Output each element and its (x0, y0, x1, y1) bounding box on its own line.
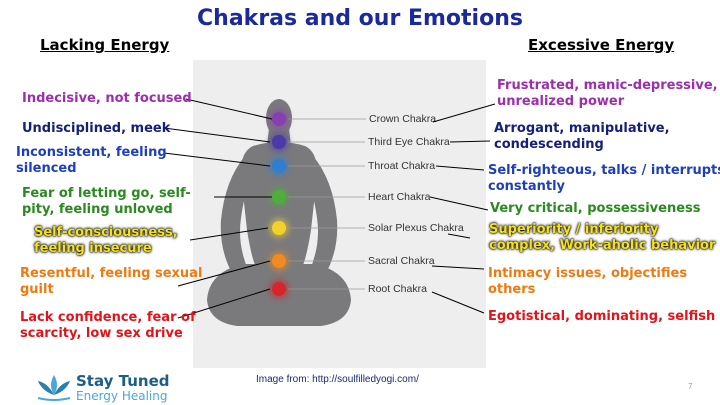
excessive-emotion-label: Very critical, possessiveness (490, 201, 701, 217)
brand-name: Stay Tuned (76, 372, 170, 390)
heart-chakra-label: Heart Chakra (368, 191, 431, 203)
root-chakra-dot (272, 282, 286, 296)
image-credit: Image from: http://soulfilledyogi.com/ (256, 374, 419, 385)
excessive-emotion-line: Self-righteous, talks / interrupts (488, 163, 720, 178)
excessive-emotion-line: Frustrated, manic-depressive, (497, 78, 718, 93)
lacking-emotion-label: Self-consciousness,feeling insecure (34, 225, 178, 257)
lacking-emotion-line: pity, feeling unloved (22, 202, 173, 217)
excessive-emotion-label: Egotistical, dominating, selfish (488, 309, 715, 325)
solar-plexus-chakra-label: Solar Plexus Chakra (368, 222, 464, 234)
excessive-emotion-label: Frustrated, manic-depressive,unrealized … (497, 78, 718, 110)
throat-chakra-dot (272, 159, 286, 173)
excessive-emotion-line: constantly (488, 179, 566, 194)
sacral-chakra-label: Sacral Chakra (368, 255, 435, 267)
excessive-emotion-line: Arrogant, manipulative, (494, 121, 670, 136)
heart-chakra-dot (272, 190, 286, 204)
lacking-emotion-line: Resentful, feeling sexual (20, 266, 203, 281)
crown-chakra-label: Crown Chakra (369, 113, 437, 125)
excessive-connector (447, 233, 471, 239)
excessive-emotion-label: Arrogant, manipulative,condescending (494, 121, 670, 153)
lacking-connector (177, 288, 271, 319)
sacral-chakra-dot (272, 254, 286, 268)
solar-plexus-chakra-dot (272, 221, 286, 235)
lacking-emotion-line: silenced (16, 161, 77, 176)
excessive-connector (449, 140, 491, 143)
brand-tagline: Energy Healing (76, 389, 168, 403)
lacking-emotion-line: feeling insecure (34, 241, 152, 256)
excessive-connector (432, 103, 496, 123)
lacking-connector (163, 152, 271, 167)
lacking-emotion-label: Undisciplined, meek (22, 121, 170, 137)
lacking-connector (163, 127, 271, 143)
lacking-emotion-line: Inconsistent, feeling (16, 145, 167, 160)
lacking-connector (185, 98, 273, 120)
lacking-energy-header: Lacking Energy (40, 36, 170, 54)
lacking-emotion-line: scarcity, low sex drive (20, 326, 183, 341)
excessive-connector (431, 265, 485, 270)
lacking-emotion-line: Lack confidence, fear of (20, 310, 196, 325)
excessive-connector (431, 291, 485, 314)
lacking-emotion-line: guilt (20, 282, 54, 297)
page-number: 7 (688, 382, 693, 391)
lacking-connector (177, 260, 271, 287)
lacking-emotion-line: Fear of letting go, self- (22, 186, 191, 201)
excessive-emotion-line: Intimacy issues, objectifies (488, 266, 688, 281)
excessive-emotion-line: condescending (494, 137, 604, 152)
throat-chakra-label: Throat Chakra (368, 160, 436, 172)
excessive-emotion-line: others (488, 282, 536, 297)
lacking-emotion-line: Indecisive, not focused (22, 91, 192, 106)
lacking-emotion-line: Self-consciousness, (34, 225, 178, 240)
lacking-connector (189, 227, 269, 241)
slide-title: Chakras and our Emotions (197, 6, 523, 31)
excessive-emotion-line: complex, Work-aholic behavior (489, 238, 716, 253)
third-eye-chakra-dot (272, 135, 286, 149)
lacking-emotion-label: Fear of letting go, self-pity, feeling u… (22, 186, 191, 218)
lacking-emotion-line: Undisciplined, meek (22, 121, 171, 136)
excessive-emotion-line: Very critical, possessiveness (490, 201, 701, 216)
excessive-emotion-line: Egotistical, dominating, selfish (488, 309, 716, 324)
excessive-emotion-line: Superiority / inferiority (489, 222, 659, 237)
lacking-emotion-label: Indecisive, not focused (22, 91, 192, 107)
excessive-energy-header: Excessive Energy (528, 36, 675, 54)
crown-chakra-dot (272, 112, 286, 126)
excessive-connector (429, 196, 489, 211)
excessive-connector (435, 165, 485, 171)
lotus-logo-icon (37, 375, 71, 401)
root-chakra-label: Root Chakra (368, 283, 427, 295)
third-eye-chakra-label: Third Eye Chakra (368, 136, 450, 148)
excessive-emotion-line: unrealized power (497, 94, 625, 109)
